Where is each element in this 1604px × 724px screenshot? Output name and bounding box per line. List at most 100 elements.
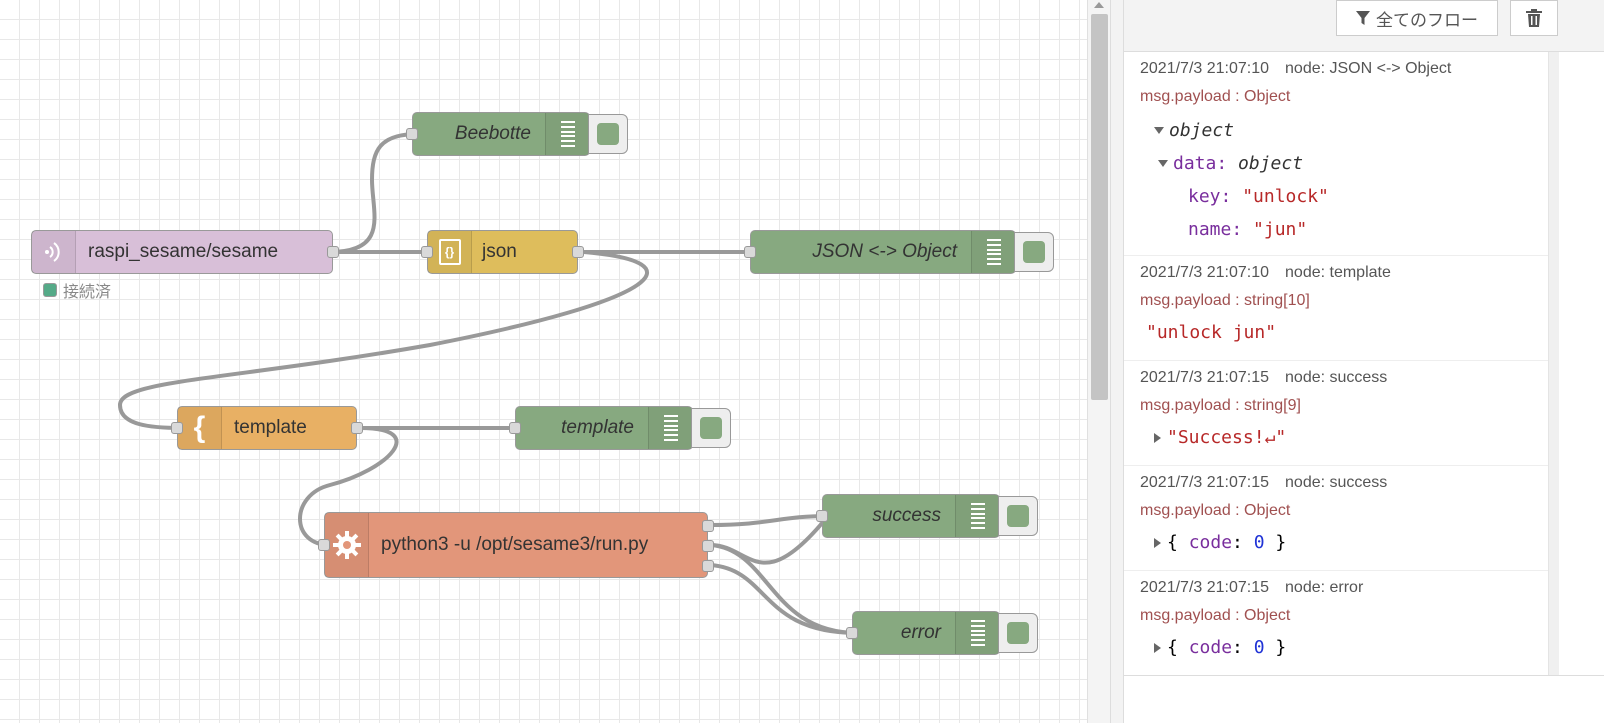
- template-debug-node[interactable]: template: [509, 406, 693, 450]
- status-badge: 接続済: [43, 278, 111, 302]
- debug-toggle-button[interactable]: [691, 408, 731, 448]
- input-port[interactable]: [421, 246, 433, 258]
- debug-list-icon: [955, 495, 999, 537]
- message-timestamp: 2021/7/3 21:07:15: [1140, 369, 1270, 386]
- status-text: 接続済: [63, 284, 112, 301]
- json-node[interactable]: {} json: [421, 230, 584, 274]
- input-port[interactable]: [509, 422, 521, 434]
- debug-toggle-button[interactable]: [998, 496, 1038, 536]
- payload-type: msg.payload : Object: [1140, 88, 1291, 105]
- beebotte-debug-node[interactable]: Beebotte: [406, 112, 590, 156]
- debug-list-icon: [955, 612, 999, 654]
- success-label: success: [872, 505, 941, 526]
- payload-expand-toggle[interactable]: { code: 0 }: [1140, 526, 1548, 559]
- input-port[interactable]: [318, 539, 330, 551]
- output-port-stderr[interactable]: [702, 540, 714, 552]
- wire: [117, 250, 649, 430]
- message-node-link[interactable]: node: JSON <-> Object: [1285, 60, 1452, 77]
- workspace-scrollbar[interactable]: [1087, 0, 1110, 723]
- sidebar-splitter[interactable]: [1110, 0, 1124, 723]
- tree-property: key: "unlock": [1188, 186, 1329, 207]
- payload-type: msg.payload : Object: [1140, 502, 1291, 519]
- template-icon: {: [178, 407, 222, 449]
- filter-icon: [1356, 11, 1370, 25]
- brace-open: {: [1167, 532, 1178, 553]
- debug-list-icon: [648, 407, 692, 449]
- tree-key: name: [1188, 219, 1232, 240]
- debug-message-list: 2021/7/3 21:07:10 node: JSON <-> Object m…: [1124, 52, 1548, 675]
- gear-icon: [325, 513, 369, 577]
- mqtt-in-node[interactable]: raspi_sesame/sesame: [31, 230, 339, 274]
- debug-list-icon: [971, 231, 1015, 273]
- debug-toolbar: 全てのフロー: [1124, 0, 1604, 52]
- exec-label: python3 -u /opt/sesame3/run.py: [381, 534, 649, 555]
- caret-right-icon: [1154, 432, 1161, 443]
- json-object-debug-node[interactable]: JSON <-> Object: [744, 230, 1016, 274]
- tree-key: data: [1173, 153, 1217, 174]
- scroll-up-arrow-icon[interactable]: [1094, 2, 1104, 8]
- tree-key: code: [1188, 637, 1233, 658]
- caret-right-icon: [1154, 537, 1161, 548]
- message-timestamp: 2021/7/3 21:07:10: [1140, 264, 1270, 281]
- sidebar-footer: [1124, 675, 1604, 724]
- input-port[interactable]: [744, 246, 756, 258]
- exec-node[interactable]: python3 -u /opt/sesame3/run.py: [318, 512, 714, 578]
- caret-right-icon: [1154, 642, 1161, 653]
- tree-value: "unlock": [1242, 186, 1329, 207]
- payload-expand-toggle[interactable]: "Success!↵": [1140, 421, 1548, 454]
- template-label: template: [234, 417, 307, 438]
- message-node-link[interactable]: node: template: [1285, 264, 1391, 281]
- caret-down-icon: [1154, 127, 1164, 134]
- success-debug-node[interactable]: success: [816, 494, 1000, 538]
- tree-root-toggle[interactable]: object: [1140, 114, 1548, 147]
- wire: [709, 563, 860, 635]
- payload-expand-toggle[interactable]: { code: 0 }: [1140, 631, 1548, 664]
- json-icon: {}: [428, 231, 472, 273]
- output-port[interactable]: [327, 246, 339, 258]
- output-port[interactable]: [572, 246, 584, 258]
- beebotte-label: Beebotte: [454, 123, 531, 144]
- clear-messages-button[interactable]: [1510, 0, 1558, 36]
- message-node-link[interactable]: node: success: [1285, 369, 1388, 386]
- brace-close: }: [1275, 532, 1287, 553]
- tree-type: object: [1238, 153, 1304, 174]
- message-node-link[interactable]: node: error: [1285, 579, 1364, 596]
- input-port[interactable]: [816, 510, 828, 522]
- payload-value: "Success!↵": [1167, 427, 1287, 448]
- tree-value: 0: [1253, 532, 1265, 553]
- colon: :: [1232, 637, 1243, 658]
- debug-toggle-button[interactable]: [588, 114, 628, 154]
- error-label: error: [900, 622, 941, 643]
- json-object-label: JSON <-> Object: [812, 241, 957, 262]
- debug-sidebar: 全てのフロー 2021/7/3 21:07:10 node: JSON <-> O…: [1124, 0, 1604, 724]
- tree-data-toggle[interactable]: data: object: [1140, 147, 1548, 180]
- scrollbar-thumb[interactable]: [1548, 52, 1559, 675]
- error-debug-node[interactable]: error: [846, 611, 1000, 655]
- caret-down-icon: [1158, 160, 1168, 167]
- template-node[interactable]: { template: [171, 406, 363, 450]
- debug-toggle-button[interactable]: [998, 613, 1038, 653]
- payload-type: msg.payload : string[9]: [1140, 397, 1301, 414]
- tree-key: key: [1188, 186, 1221, 207]
- brace-open: {: [1167, 637, 1178, 658]
- json-label: json: [482, 241, 517, 262]
- payload-type: msg.payload : Object: [1140, 607, 1291, 624]
- flow-workspace[interactable]: raspi_sesame/sesame 接続済 Beebotte {} json…: [0, 0, 1110, 723]
- output-port-rc[interactable]: [702, 560, 714, 572]
- scrollbar-thumb[interactable]: [1091, 14, 1108, 400]
- sidebar-scrollbar[interactable]: [1548, 52, 1604, 675]
- input-port[interactable]: [846, 627, 858, 639]
- input-port[interactable]: [171, 422, 183, 434]
- wires-layer: [117, 132, 860, 635]
- debug-toggle-button[interactable]: [1014, 232, 1054, 272]
- output-port[interactable]: [351, 422, 363, 434]
- message-node-link[interactable]: node: success: [1285, 474, 1388, 491]
- status-dot: [43, 283, 57, 297]
- filter-flows-button[interactable]: 全てのフロー: [1336, 0, 1498, 36]
- mqtt-icon: [32, 231, 76, 273]
- colon: :: [1232, 532, 1243, 553]
- input-port[interactable]: [406, 128, 418, 140]
- output-port-stdout[interactable]: [702, 520, 714, 532]
